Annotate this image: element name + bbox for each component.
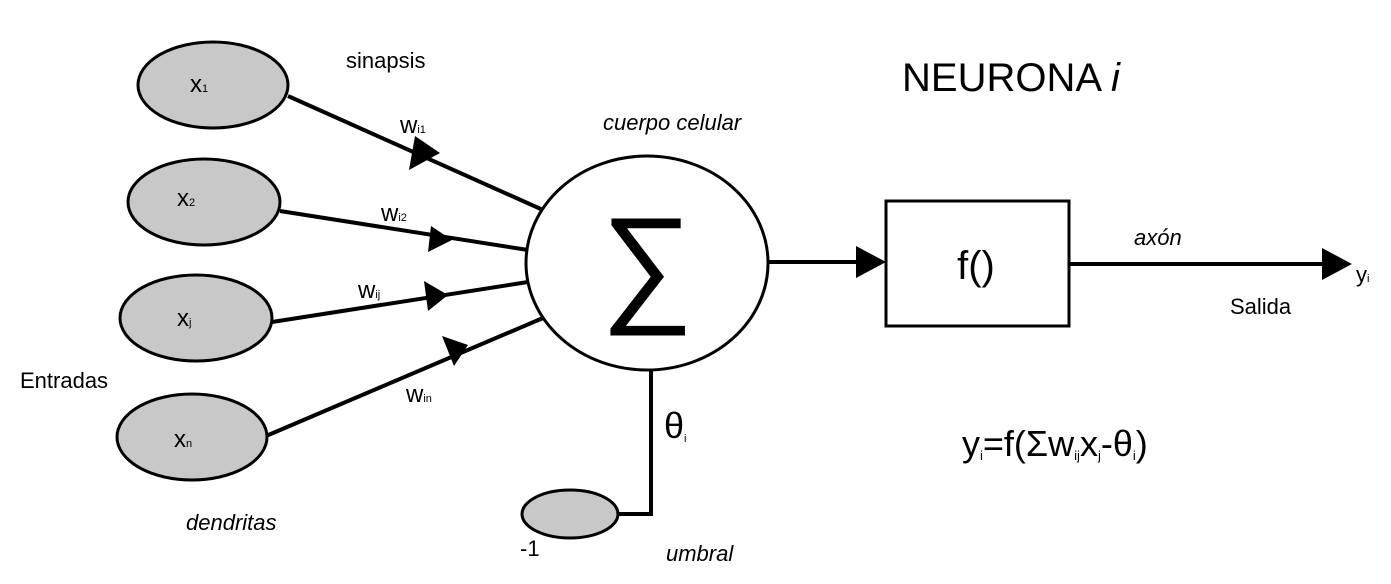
- formula-part: y: [962, 423, 980, 464]
- formula-part: x: [1080, 423, 1098, 464]
- threshold-line: [618, 370, 653, 516]
- formula-subscript: i: [1133, 448, 1136, 463]
- input-label-n: xn: [174, 426, 192, 453]
- arrow-wn-icon: [442, 336, 468, 366]
- output-label: yi: [1356, 262, 1369, 287]
- formula-part: =f(Σw: [983, 423, 1075, 464]
- arrow-w1-icon: [409, 136, 440, 170]
- arrow-output-icon: [1322, 248, 1352, 280]
- label-dendritas: dendritas: [186, 510, 277, 535]
- input-node-n: [115, 392, 269, 482]
- function-label: f(): [957, 244, 995, 288]
- threshold-theta-label: θi: [664, 405, 686, 446]
- activation-function-box: [884, 199, 1071, 328]
- threshold-node: [520, 488, 620, 540]
- diagram-title: NEURONA i: [902, 56, 1121, 100]
- label-minus-one: -1: [520, 536, 540, 561]
- formula-subscript: ij: [1074, 448, 1080, 463]
- input-label-2: x2: [177, 185, 195, 212]
- dendrite-line-j: [271, 280, 529, 324]
- weight-label-i2: wi2: [380, 200, 407, 227]
- sum-symbol: ∑: [601, 190, 694, 336]
- input-node-1: [136, 40, 290, 130]
- input-nodes: [115, 40, 620, 540]
- label-axon: axón: [1134, 225, 1182, 250]
- arrowheads: [409, 136, 1352, 366]
- label-umbral: umbral: [666, 541, 734, 566]
- label-cuerpo-celular: cuerpo celular: [603, 110, 743, 135]
- input-label-j: xj: [177, 305, 191, 332]
- input-node-j: [118, 273, 274, 363]
- dendrite-line-n: [265, 316, 544, 438]
- formula-subscript: i: [980, 448, 983, 463]
- cell-body: [524, 154, 770, 372]
- arrow-w2-icon: [428, 226, 452, 252]
- dendrite-line-2: [279, 209, 529, 252]
- input-label-1: x1: [190, 71, 208, 98]
- dendrite-lines: [265, 94, 1325, 516]
- formula-subscript: j: [1097, 448, 1101, 463]
- weight-label-i1: wi1: [399, 112, 426, 139]
- formula-part: ): [1136, 423, 1148, 464]
- arrow-wj-icon: [424, 281, 448, 311]
- arrow-body-to-f-icon: [856, 246, 886, 278]
- input-node-2: [126, 157, 282, 247]
- output-formula: yi=f(Σwijxj-θi): [962, 423, 1148, 464]
- label-entradas: Entradas: [20, 368, 108, 393]
- formula-part: -θ: [1101, 423, 1133, 464]
- label-sinapsis: sinapsis: [346, 48, 425, 73]
- weight-label-in: win: [405, 381, 432, 408]
- weight-label-ij: wij: [357, 277, 380, 304]
- label-salida: Salida: [1230, 294, 1292, 319]
